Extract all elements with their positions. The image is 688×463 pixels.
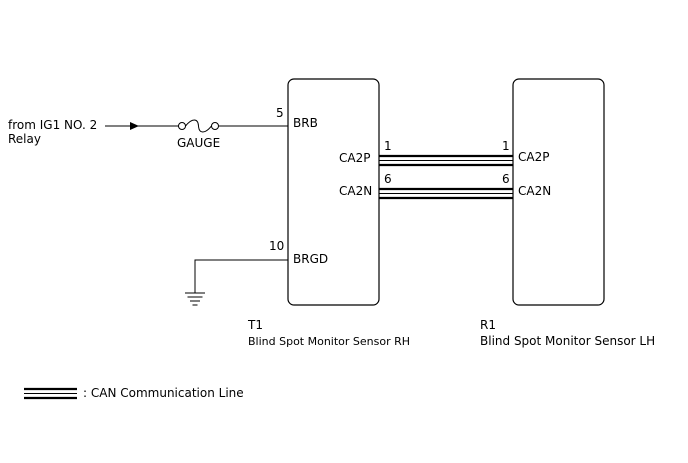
source-label-line1: from IG1 NO. 2 [8, 118, 98, 132]
legend-label: : CAN Communication Line [83, 386, 244, 400]
source-label-line2: Relay [8, 132, 41, 146]
t1-pin-name-brb: BRB [293, 116, 318, 130]
ground-wire [194, 259, 288, 293]
r1-box [512, 78, 605, 306]
fuse-icon [178, 119, 219, 133]
r1-pin-name-ca2p: CA2P [518, 150, 550, 164]
r1-pin-number-ca2p: 1 [502, 139, 510, 153]
t1-pin-name-brgd: BRGD [293, 252, 329, 266]
t1-pin-number-brgd: 10 [269, 239, 285, 253]
t1-box [287, 78, 380, 306]
can-line-ca2p [379, 154, 513, 167]
t1-pin-name-ca2n: CA2N [339, 184, 373, 198]
t1-ref-label: T1 [248, 318, 263, 332]
t1-pin-name-ca2p: CA2P [339, 151, 371, 165]
t1-pin-number-brb: 5 [276, 106, 284, 120]
r1-pin-name-ca2n: CA2N [518, 184, 552, 198]
legend-can-symbol [24, 387, 77, 400]
r1-name-label: Blind Spot Monitor Sensor LH [480, 334, 656, 348]
arrow-icon [130, 122, 139, 130]
r1-pin-number-ca2n: 6 [502, 172, 510, 186]
ground-icon [185, 292, 205, 306]
t1-pin-number-ca2n: 6 [384, 172, 392, 186]
t1-name-label: Blind Spot Monitor Sensor RH [248, 335, 411, 348]
can-line-ca2n [379, 187, 513, 200]
fuse-label: GAUGE [177, 136, 221, 150]
r1-ref-label: R1 [480, 318, 496, 332]
t1-pin-number-ca2p: 1 [384, 139, 392, 153]
